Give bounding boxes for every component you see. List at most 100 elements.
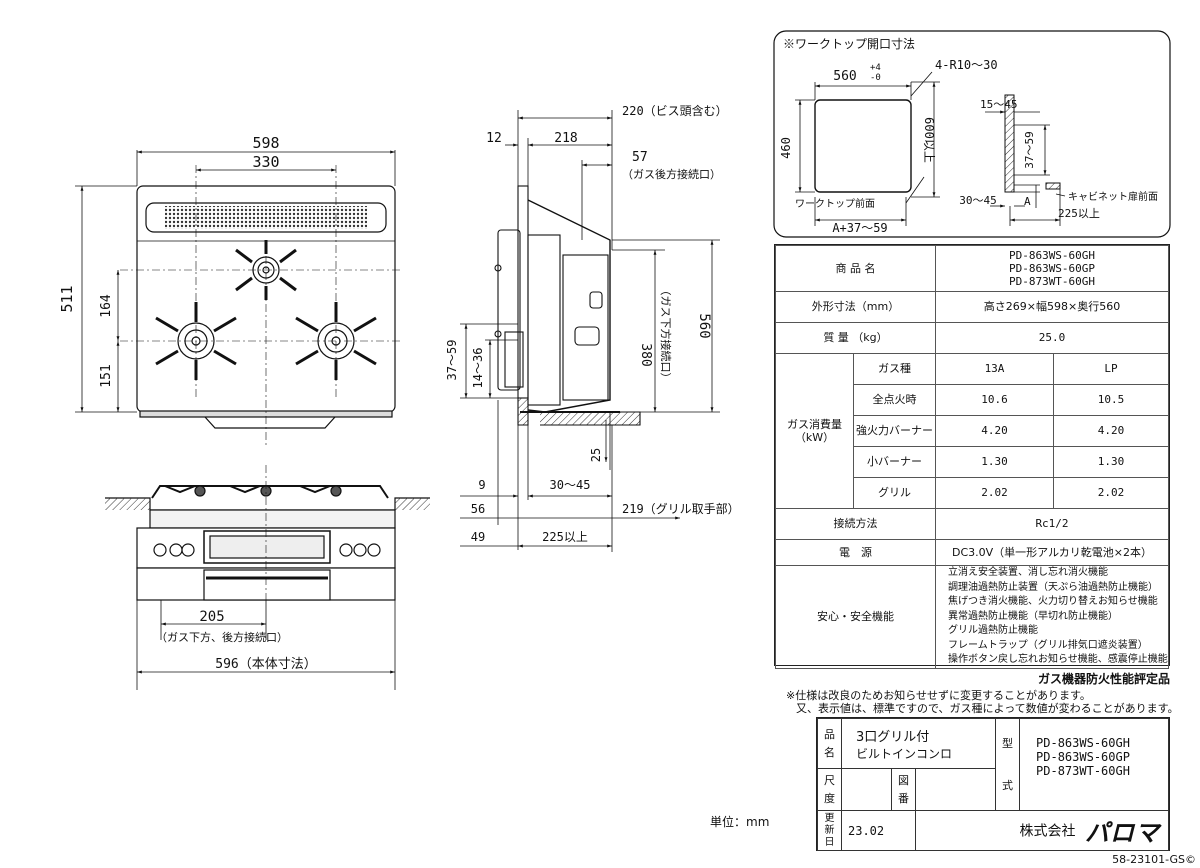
spec-row-a: 1.30 — [935, 446, 1054, 478]
worktop-tol-top: +4 — [870, 63, 881, 73]
brand-logo: パロマ — [1085, 819, 1160, 847]
dim-596: 596（本体寸法） — [215, 657, 316, 672]
dim-14-36: 14～36 — [471, 348, 485, 389]
consumption-unit: （kW） — [794, 431, 835, 444]
spec-row-a: 4.20 — [935, 415, 1054, 447]
spec-connect-label: 接続方法 — [775, 508, 936, 540]
dim-220: 220（ビス頭含む） — [622, 103, 728, 118]
safety-item: 異常過熱防止機能（早切れ防止機能） — [948, 610, 1118, 622]
tb-company-prefix: 株式会社 — [1019, 823, 1076, 840]
safety-item: グリル過熱防止機能 — [948, 625, 1038, 636]
worktop-dim-225: 225以上 — [1058, 207, 1100, 220]
spec-row-label: 全点火時 — [853, 384, 936, 416]
side-view — [460, 110, 720, 552]
spec-row-label: グリル — [853, 477, 936, 509]
spec-power-value: DC3.0V（単一形アルカリ乾電池×2本） — [935, 539, 1169, 566]
tb-models: PD-863WS-60GH PD-863WS-60GP PD-873WT-60G… — [1019, 718, 1169, 811]
tb-company: 株式会社 パロマ — [915, 810, 1169, 851]
worktop-dim-15-45: 15～45 — [980, 98, 1018, 111]
dim-25: 25 — [589, 448, 603, 462]
spec-weight-label: 質 量 （kg） — [775, 322, 936, 354]
front-elevation — [105, 465, 430, 690]
spec-model-2: PD-863WS-60GP — [1008, 261, 1096, 275]
tb-update-label: 更 新 日 — [817, 810, 842, 851]
unit-label: 単位：mm — [710, 815, 770, 829]
worktop-dim-37-59: 37～59 — [1023, 131, 1036, 169]
dim-218: 218 — [554, 131, 577, 146]
spec-model-1: PD-863WS-60GH — [1008, 248, 1096, 262]
tb-update-label-3: 日 — [824, 836, 835, 848]
safety-item: フレームトラップ（グリル排気口遮炎装置） — [948, 639, 1148, 651]
spec-row-b: 10.5 — [1053, 384, 1169, 416]
spec-safety-label: 安心・安全機能 — [775, 565, 936, 669]
note-line-1: ※仕様は改良のためお知らせせずに変更することがあります。 — [786, 689, 1091, 702]
dim-57: 57 — [632, 150, 648, 165]
worktop-label-a: A — [1024, 195, 1031, 208]
title-block: 品 名 3口グリル付 ビルトインコンロ 型 式 PD-863WS-60GH PD… — [816, 717, 1170, 851]
dim-12: 12 — [486, 131, 502, 146]
consumption-label: ガス消費量 — [787, 417, 842, 431]
dim-37-59: 37～59 — [445, 340, 459, 381]
dim-burner-spacing: 330 — [252, 153, 279, 171]
spec-row-a: 10.6 — [935, 384, 1054, 416]
worktop-cabinet: キャビネット扉前面 — [1068, 190, 1158, 203]
spec-model-3: PD-873WT-60GH — [1008, 275, 1096, 289]
dim-49: 49 — [471, 530, 485, 544]
spec-gas-lp: LP — [1053, 353, 1169, 385]
opening-rect — [814, 99, 912, 193]
tb-name-label-2: 名 — [824, 745, 835, 759]
safety-item: 調理油過熱防止装置（天ぷら油過熱防止機能） — [948, 581, 1158, 593]
dim-front-height: 511 — [58, 285, 76, 312]
tb-type-label: 型 式 — [995, 718, 1021, 811]
tb-update-label-2: 新 — [824, 824, 835, 836]
tb-update-date: 23.02 — [841, 810, 916, 851]
tb-model-2: PD-863WS-60GP — [1036, 749, 1130, 764]
safety-item: 操作ボタン戻し忘れお知らせ機能、感震停止機能 — [948, 654, 1168, 665]
gas-rear-label: （ガス後方接続口） — [622, 167, 721, 181]
worktop-dim-460: 460 — [779, 137, 793, 159]
tb-type-label-2: 式 — [1002, 778, 1014, 792]
tb-drawing-label-2: 番 — [898, 791, 909, 805]
dim-380: 380 — [638, 343, 653, 366]
spec-safety-list: 立消え安全装置、消し忘れ消火機能 調理油過熱防止装置（天ぷら油過熱防止機能） 焦… — [935, 565, 1169, 669]
tb-update-label-1: 更 — [824, 812, 835, 824]
spec-row-b: 4.20 — [1053, 415, 1169, 447]
spec-row-b: 2.02 — [1053, 477, 1169, 509]
spec-table: 商 品 名 PD-863WS-60GH PD-863WS-60GP PD-873… — [774, 244, 1170, 669]
spec-model-label: 商 品 名 — [775, 245, 936, 292]
spec-row-a: 2.02 — [935, 477, 1054, 509]
front-view — [75, 150, 400, 445]
tb-scale-value — [841, 768, 892, 811]
dim-219: 219（グリル取手部） — [622, 501, 740, 516]
dim-205: 205 — [199, 609, 224, 625]
dim-225: 225以上 — [542, 530, 588, 544]
spec-gas-13a: 13A — [935, 353, 1054, 385]
spec-power-label: 電 源 — [775, 539, 936, 566]
spec-connect-value: Rc1/2 — [935, 508, 1169, 540]
tb-type-label-1: 型 — [1002, 736, 1014, 750]
spec-size-label: 外形寸法（mm） — [775, 291, 936, 323]
spec-size-value: 高さ269×幅598×奥行560 — [935, 291, 1169, 323]
tb-drawing-label: 図 番 — [891, 768, 916, 811]
tb-name-label: 品 名 — [817, 718, 842, 769]
spec-row-label: 小バーナー — [853, 446, 936, 478]
spec-gas-type-label: ガス種 — [853, 353, 936, 385]
worktop-corner: 4-R10～30 — [935, 58, 998, 72]
worktop-tol-bottom: -0 — [870, 73, 881, 83]
tb-drawing-value — [914, 768, 997, 811]
safety-item: 立消え安全装置、消し忘れ消火機能 — [948, 567, 1108, 578]
spec-consumption-label: ガス消費量 （kW） — [775, 353, 854, 509]
worktop-title: ※ワークトップ開口寸法 — [783, 37, 915, 51]
drawing-number: 58-23101-GS© — [1112, 853, 1196, 866]
note-line-2: 又、表示値は、標準ですので、ガス種によって数値が変わることがあります。 — [796, 702, 1179, 715]
tb-scale-label: 尺 度 — [817, 768, 842, 811]
gas-note-bottom: （ガス下方、後方接続口） — [156, 630, 288, 644]
tb-product-name-2: ビルトインコンロ — [856, 746, 953, 761]
worktop-dim-30-45: 30～45 — [959, 194, 997, 207]
dim-56: 56 — [471, 502, 485, 516]
worktop-dim-560: 560 — [833, 69, 856, 84]
worktop-dim-a: A+37～59 — [832, 221, 887, 235]
dim-560: 560 — [696, 313, 712, 338]
dim-151: 151 — [99, 364, 114, 387]
